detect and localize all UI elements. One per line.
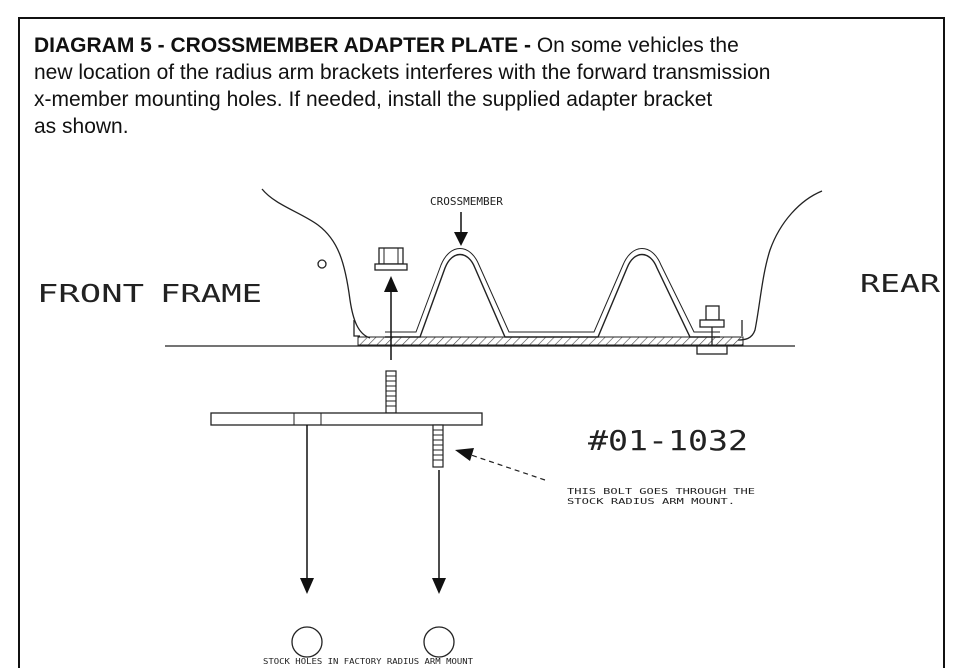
crossmember-profile-outer xyxy=(385,253,720,338)
diagram-title: DIAGRAM 5 - CROSSMEMBER ADAPTER PLATE - xyxy=(34,34,532,57)
crossmember-base-plate xyxy=(357,336,744,346)
adapter-nut-flange xyxy=(374,263,408,271)
instruction-line-1: DIAGRAM 5 - CROSSMEMBER ADAPTER PLATE - … xyxy=(34,32,959,59)
instruction-line-3: x-member mounting holes. If needed, inst… xyxy=(34,88,713,111)
crossmember-label: CROSSMEMBER xyxy=(430,195,503,208)
hole-arrow-left-head xyxy=(300,578,314,594)
front-label: FRONT xyxy=(37,279,144,308)
bolt-note-line-1: THIS BOLT GOES THROUGH THE xyxy=(567,487,755,496)
part-number: #01-1032 xyxy=(588,424,748,457)
frame-hole xyxy=(317,259,327,269)
rear-label: REAR xyxy=(860,269,941,298)
hole-arrow-right-head xyxy=(432,578,446,594)
instruction-line-1-rest: On some vehicles the xyxy=(531,34,739,57)
crossmember-arrowhead xyxy=(454,232,468,246)
install-arrowhead xyxy=(384,276,398,292)
frame-label: FRAME xyxy=(160,279,262,308)
stock-hole-left xyxy=(291,626,323,658)
right-nut-top xyxy=(705,305,720,321)
frame-rail-right-curve xyxy=(737,190,823,341)
crossmember-profile-inner xyxy=(385,248,720,333)
lower-bolt-threads xyxy=(433,429,443,461)
lower-bolt xyxy=(432,424,444,468)
frame-rail-left-curve xyxy=(261,188,371,339)
bolt-note-line-2: STOCK RADIUS ARM MOUNT. xyxy=(567,497,735,506)
instruction-line-2: new location of the radius arm brackets … xyxy=(34,61,771,84)
adapter-plate xyxy=(210,412,483,426)
instruction-text: DIAGRAM 5 - CROSSMEMBER ADAPTER PLATE - … xyxy=(34,32,959,140)
right-washer-top xyxy=(699,319,725,328)
upper-bolt-threads xyxy=(386,375,396,407)
right-washer-bottom xyxy=(696,345,728,355)
bolt-note-arrowhead xyxy=(455,448,474,461)
bolt-note-leader xyxy=(467,453,546,481)
adapter-nut xyxy=(378,247,404,265)
holes-caption: STOCK HOLES IN FACTORY RADIUS ARM MOUNT xyxy=(263,657,473,666)
stock-hole-right xyxy=(423,626,455,658)
upper-bolt xyxy=(385,370,397,414)
instruction-line-4: as shown. xyxy=(34,115,129,138)
left-tab xyxy=(353,320,360,337)
